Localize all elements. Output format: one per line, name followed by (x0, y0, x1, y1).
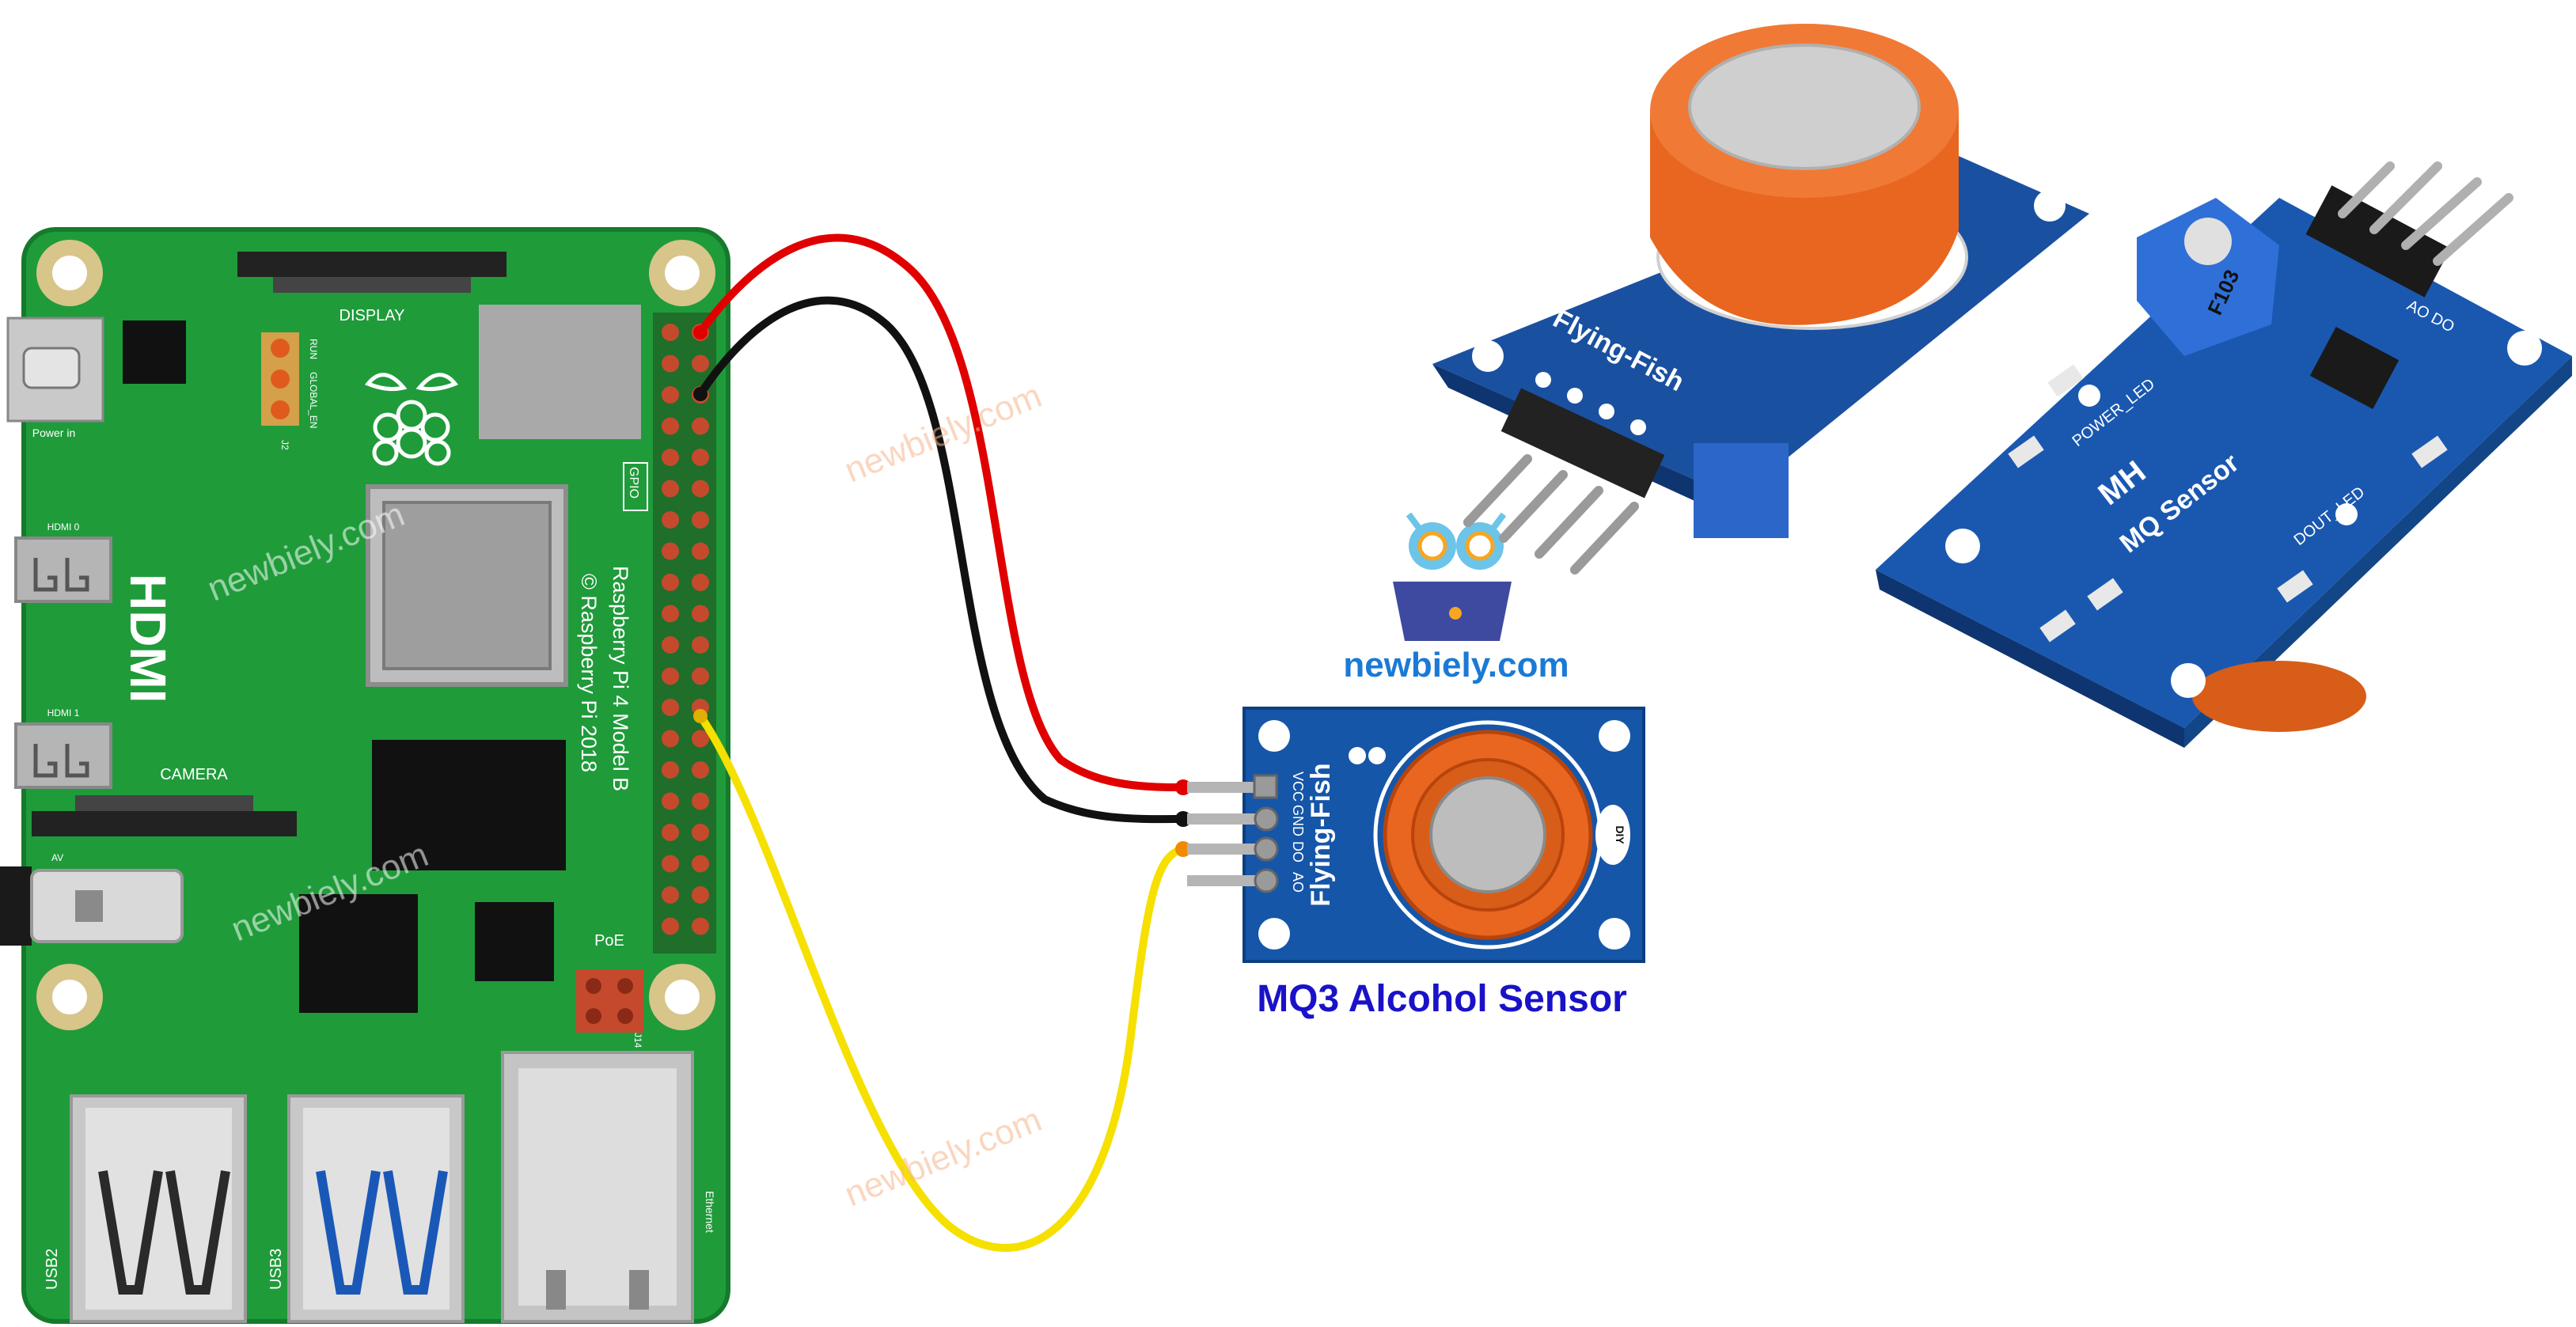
j14-label: J14 (632, 1033, 643, 1048)
gpio-pin (662, 824, 679, 841)
gpio-pin (692, 855, 709, 873)
gpio-pin (692, 636, 709, 654)
pin-label-ao: AO (1290, 872, 1306, 893)
mq3-pin-header (1187, 774, 1279, 893)
model-label: Raspberry Pi 4 Model B (609, 566, 632, 791)
j2-label: J2 (279, 440, 290, 450)
gpio-pin (662, 574, 679, 591)
ram-chip (479, 305, 641, 439)
gpio-pin (692, 449, 709, 466)
mounting-holes (36, 240, 715, 1030)
gpio-pin (662, 324, 679, 341)
gpio-pin (692, 824, 709, 841)
gpio-pin (662, 699, 679, 716)
mq3-brand-label: Flying-Fish (1306, 763, 1336, 906)
power-in-label: Power in (32, 427, 75, 439)
gpio-pin (692, 761, 709, 779)
diy-label: DIY (1614, 825, 1626, 844)
global-en-label: GLOBAL_EN (308, 372, 319, 428)
raspberry-pi-board: DISPLAY Power in RUN GLOBAL_EN J2 (0, 227, 730, 1324)
hdmi0-label: HDMI 0 (47, 521, 80, 533)
usb-controller-chip (372, 740, 566, 870)
camera-label: CAMERA (160, 766, 228, 783)
run-header: RUN GLOBAL_EN J2 (261, 332, 319, 450)
gpio-pin (692, 511, 709, 529)
gpio-pin (662, 917, 679, 935)
gpio-pin (692, 917, 709, 935)
usb3-label: USB3 (267, 1249, 285, 1290)
display-label: DISPLAY (340, 307, 405, 324)
gpio-pin (662, 480, 679, 498)
display-connector: DISPLAY (237, 252, 506, 324)
gpio-pin (662, 636, 679, 654)
wire-vcc (696, 233, 1191, 791)
gpio-pin (662, 354, 679, 373)
gpio-pin (692, 886, 709, 904)
wire-do (696, 712, 1187, 1252)
ethernet-port: Ethernet (501, 1051, 716, 1323)
usb2-label: USB2 (44, 1249, 61, 1290)
gpio-pin (662, 605, 679, 623)
pin-label-do: DO (1290, 841, 1306, 863)
ethernet-label: Ethernet (704, 1191, 716, 1233)
wire-gnd (696, 296, 1191, 824)
gpio-pin (662, 511, 679, 529)
gpio-pin (692, 542, 709, 560)
gpio-pin (662, 792, 679, 810)
gpio-pin (692, 730, 709, 748)
gpio-header: GPIO (623, 313, 716, 954)
gpio-pin (692, 417, 709, 435)
gpio-pin (662, 761, 679, 779)
av-jack: AV (0, 852, 184, 946)
poe-header: PoE J14 (576, 932, 643, 1048)
mq3-module-diagram: VCC GND DO AO Flying-Fish DIY (1187, 707, 1645, 963)
mq3-caption: MQ3 Alcohol Sensor (1257, 978, 1627, 1020)
run-label: RUN (308, 339, 319, 359)
hdmi-label: HDMI (120, 574, 176, 703)
gpio-pin (662, 449, 679, 466)
gpio-pin (692, 480, 709, 498)
gpio-pin (662, 667, 679, 685)
gpio-pin (662, 417, 679, 435)
gpio-pin (692, 574, 709, 591)
power-in-port: Power in (6, 317, 104, 439)
gpio-pin (662, 855, 679, 873)
gpio-label: GPIO (627, 467, 640, 499)
poe-label: PoE (594, 932, 624, 950)
gpio-pin (692, 605, 709, 623)
pin-label-vcc: VCC (1290, 772, 1306, 802)
watermark-4: newbiely.com (839, 1100, 1046, 1214)
gpio-pin (692, 354, 709, 373)
copyright-label: © Raspberry Pi 2018 (577, 574, 601, 772)
usb3-port: USB3 (267, 1094, 465, 1323)
hdmi-port-1: HDMI 1 (14, 707, 112, 789)
sensor-photo-front: Flying-Fish (1432, 24, 2089, 574)
gpio-pin (692, 667, 709, 685)
gpio-pin (692, 792, 709, 810)
soc-chip (366, 484, 568, 687)
av-label: AV (51, 852, 63, 863)
gpio-pin (662, 386, 679, 404)
gpio-pin (662, 730, 679, 748)
small-chip (475, 902, 554, 981)
camera-connector: CAMERA (32, 766, 297, 836)
pin-label-gnd: GND (1290, 805, 1306, 836)
raspberry-logo (364, 373, 459, 466)
usb2-port: USB2 (44, 1094, 247, 1323)
pmic-chip (123, 320, 186, 384)
sensor-photo-back: F103 AO DO MH MQ Sensor POWER_LED DOUT_L… (1876, 161, 2572, 748)
gpio-pin (662, 886, 679, 904)
ethernet-chip (299, 894, 418, 1013)
wires (693, 233, 1191, 1252)
logo-text: newbiely.com (1343, 646, 1569, 684)
gpio-pin (662, 542, 679, 560)
hdmi-port-0: HDMI 0 (14, 521, 112, 603)
newbiely-logo: newbiely.com (1343, 512, 1569, 684)
hdmi1-label: HDMI 1 (47, 707, 80, 718)
